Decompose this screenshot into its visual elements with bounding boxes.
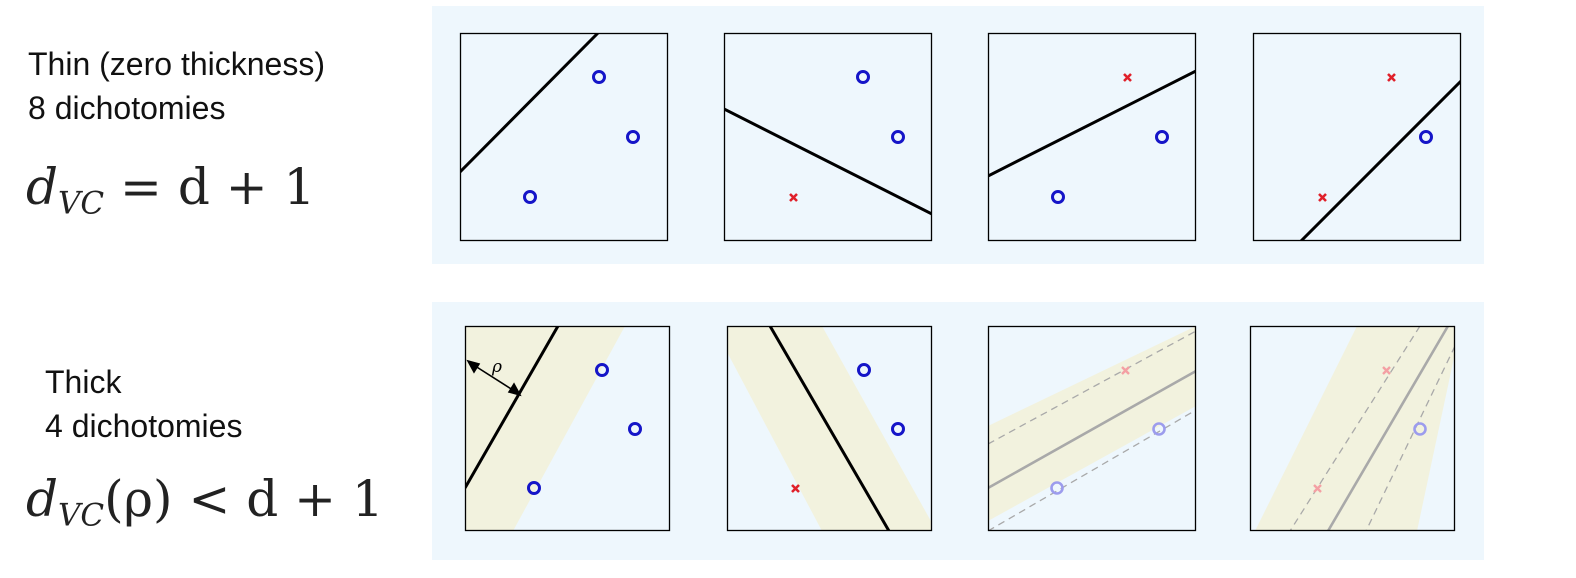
circle-icon	[628, 422, 642, 436]
circle-icon	[1413, 422, 1427, 436]
thin-panels-band	[432, 6, 1484, 264]
thick-panel-3	[987, 325, 1197, 532]
circle-icon	[856, 70, 870, 84]
circle-icon	[1152, 422, 1166, 436]
thick-panel-4	[1249, 325, 1456, 532]
circle-icon	[891, 130, 905, 144]
cross-icon	[1313, 484, 1322, 493]
panel-frame	[464, 325, 671, 532]
panel-frame	[723, 32, 933, 242]
panel-frame	[1249, 325, 1456, 532]
panel-frame	[987, 32, 1197, 242]
separator-line	[460, 33, 600, 174]
circle-icon	[523, 190, 537, 204]
thin-caption: Thin (zero thickness) 8 dichotomies	[28, 42, 325, 130]
guide-line-dashed	[988, 409, 1196, 531]
circle-icon	[1155, 130, 1169, 144]
thick-formula-sub: VC	[58, 497, 105, 534]
panel-frame	[459, 32, 669, 242]
circle-icon	[626, 130, 640, 144]
panel-frame	[987, 325, 1197, 532]
cross-icon	[791, 484, 800, 493]
margin-band	[988, 326, 1196, 521]
cross-icon	[1318, 193, 1327, 202]
circle-icon	[592, 70, 606, 84]
separator-line	[465, 326, 560, 489]
thick-caption: Thick 4 dichotomies	[45, 360, 242, 448]
separator-line	[724, 107, 932, 216]
panel-frame	[1252, 32, 1462, 242]
circle-icon	[1051, 190, 1065, 204]
cross-icon	[1121, 366, 1130, 375]
thick-caption-line2: 4 dichotomies	[45, 408, 243, 444]
thin-panel-4	[1252, 32, 1462, 242]
cross-icon	[1123, 73, 1132, 82]
thin-caption-line2: 8 dichotomies	[28, 90, 226, 126]
cross-icon	[789, 193, 798, 202]
separator-line-faded	[1326, 326, 1450, 531]
thin-panel-1	[459, 32, 669, 242]
thick-formula-lhs: d	[26, 470, 59, 528]
guide-line-dashed	[1289, 326, 1421, 531]
thick-formula-arg: (ρ)	[104, 470, 173, 528]
thin-formula-lhs: d	[26, 158, 59, 216]
circle-icon	[1419, 130, 1433, 144]
separator-line	[988, 69, 1196, 178]
cross-icon	[1387, 73, 1396, 82]
thick-panel-1: ρ	[464, 325, 671, 532]
circle-icon	[857, 363, 871, 377]
thin-panel-3	[987, 32, 1197, 242]
thin-caption-line1: Thin (zero thickness)	[28, 46, 325, 82]
circle-icon	[891, 422, 905, 436]
margin-arrow	[466, 359, 522, 397]
panel-frame	[726, 325, 933, 532]
separator-line	[1299, 79, 1461, 241]
thin-formula-sub: VC	[58, 185, 105, 222]
thin-panel-2	[723, 32, 933, 242]
circle-icon	[595, 363, 609, 377]
separator-line	[768, 326, 891, 531]
margin-band	[465, 326, 625, 531]
cross-icon	[1382, 366, 1391, 375]
guide-line-dashed	[1365, 345, 1455, 531]
guide-line-dashed	[988, 330, 1196, 445]
thick-panel-2	[726, 325, 933, 532]
thick-formula-rhs: < d + 1	[188, 470, 384, 528]
circle-icon	[527, 481, 541, 495]
thick-formula: dVC(ρ) < d + 1	[26, 470, 384, 533]
thin-formula: dVC = d + 1	[26, 158, 315, 221]
circle-icon	[1050, 481, 1064, 495]
thin-formula-rhs: = d + 1	[120, 158, 316, 216]
thick-caption-line1: Thick	[45, 364, 122, 400]
separator-line-faded	[988, 369, 1196, 490]
margin-label: ρ	[491, 357, 502, 377]
